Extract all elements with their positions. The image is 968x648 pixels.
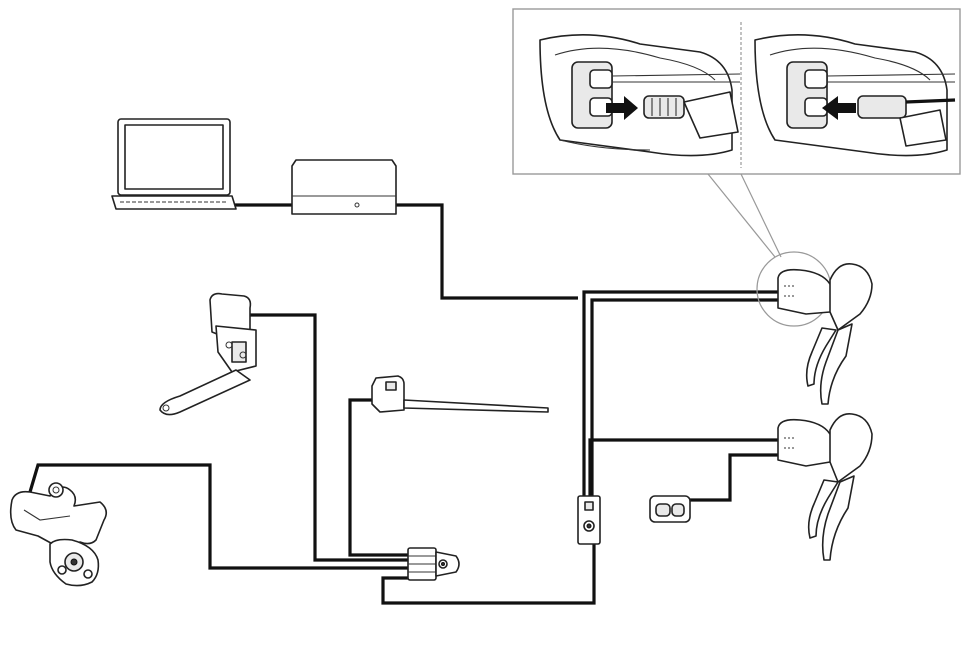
connection-detail-inset	[512, 8, 961, 258]
front-derailleur-icon	[159, 292, 257, 416]
junction-box-b-icon	[577, 495, 601, 545]
laptop-icon	[111, 118, 237, 210]
dual-control-lever-upper-icon	[756, 251, 873, 405]
wires	[28, 203, 778, 605]
remove-cable-panel	[754, 34, 956, 157]
insert-cable-panel	[539, 34, 741, 157]
junction-box-a-icon	[407, 547, 460, 581]
remote-switch-icon	[649, 495, 691, 523]
interface-unit-icon	[291, 159, 397, 215]
battery-mount-icon	[371, 375, 549, 413]
dual-control-lever-lower-icon	[777, 413, 873, 561]
rear-derailleur-icon	[9, 482, 108, 587]
left-arrow-icon	[822, 96, 856, 120]
right-arrow-icon	[606, 96, 638, 120]
